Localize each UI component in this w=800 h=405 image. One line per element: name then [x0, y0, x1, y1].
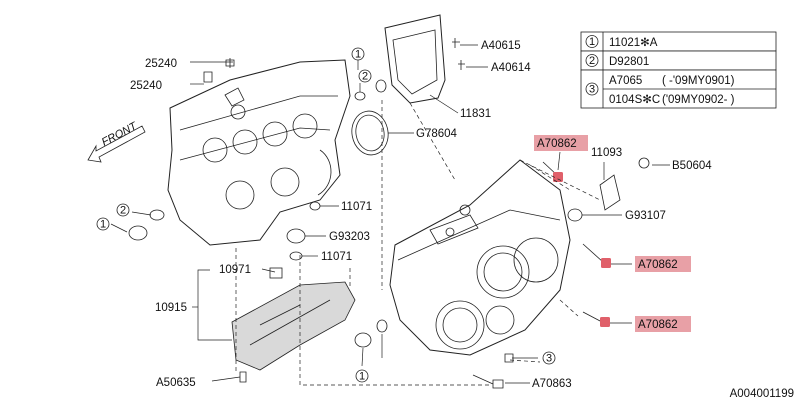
legend-part-3b: 0104S✻C	[609, 94, 660, 106]
legend-part-2: D92801	[609, 56, 649, 68]
callout-a70862-low: A70862	[638, 319, 678, 331]
right-cylinder-block	[389, 159, 571, 356]
ref-2-left: 2	[120, 205, 126, 217]
ref-2-top: 2	[362, 71, 368, 83]
legend-part-1: 11021✻A	[609, 37, 658, 49]
legend-part-3a: A7065	[609, 75, 642, 87]
callout-a70863: A70863	[532, 378, 572, 390]
callout-11071-b: 11071	[321, 251, 352, 263]
legend-note-3a: ( -'09MY0901)	[662, 75, 735, 87]
ref-1-left: 1	[100, 219, 106, 231]
callout-a40615: A40615	[481, 40, 521, 52]
callout-10915: 10915	[155, 302, 187, 314]
highlighted-bolts	[542, 161, 611, 327]
callout-a70862-top: A70862	[537, 138, 577, 150]
callout-25240-b: 25240	[130, 80, 162, 92]
callout-b50604: B50604	[672, 160, 712, 172]
callout-11831: 11831	[460, 108, 491, 120]
under-cover	[231, 267, 356, 371]
ref-3-bottom: 3	[546, 353, 552, 365]
callout-g78604: G78604	[416, 128, 458, 140]
left-cylinder-block	[167, 59, 351, 246]
callout-11093: 11093	[591, 147, 622, 159]
ref-1-top: 1	[355, 49, 361, 61]
callout-g93107: G93107	[625, 210, 666, 222]
callout-a70862-mid: A70862	[638, 259, 678, 271]
rear-plate	[384, 14, 446, 104]
front-label: FRONT	[100, 120, 140, 149]
dashed-guides	[235, 100, 601, 386]
front-arrow: FRONT	[87, 120, 146, 163]
callout-a40614: A40614	[491, 62, 531, 74]
callouts: 25240 25240 A40615 A40614 11831 G78604 A…	[130, 40, 712, 390]
leader-lines	[110, 44, 670, 384]
callout-10971: 10971	[219, 264, 251, 276]
callout-a50635: A50635	[156, 377, 196, 389]
callout-highlights	[534, 135, 691, 332]
callout-25240-a: 25240	[145, 58, 177, 70]
legend-note-3b: ('09MY0902- )	[662, 94, 735, 106]
ref-1-bottom: 1	[359, 371, 365, 383]
callout-g93203: G93203	[329, 231, 370, 243]
legend-table: 1 2 3 11021✻A D92801 A7065 ( -'09MY0901)…	[580, 31, 777, 109]
callout-11071-a: 11071	[341, 201, 372, 213]
legend-ref-3: 3	[589, 84, 595, 96]
ref-circles: 2 1 2 1 1 3	[96, 47, 556, 383]
legend-ref-2: 2	[589, 55, 595, 67]
diagram-id: A004001199	[730, 388, 794, 400]
legend-ref-1: 1	[589, 36, 595, 48]
